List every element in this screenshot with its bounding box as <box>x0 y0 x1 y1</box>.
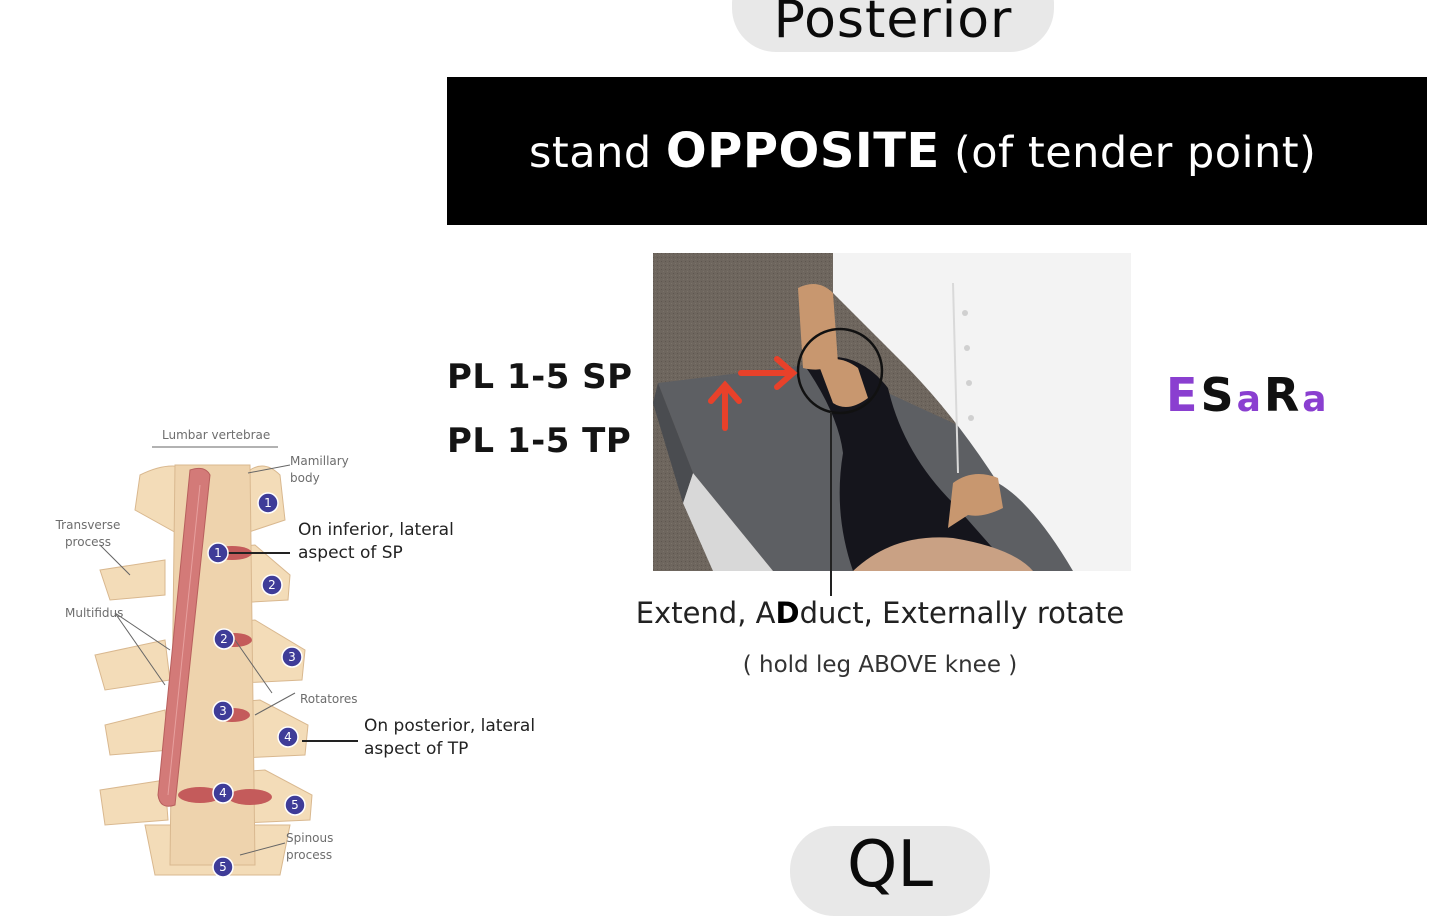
treatment-note: ( hold leg ABOVE knee ) <box>742 652 1018 678</box>
svg-text:4: 4 <box>219 786 227 800</box>
label-spinous-process: Spinous process <box>286 831 334 862</box>
note-sp-line-1: On inferior, lateral <box>298 520 454 540</box>
note-sp-location: On inferior, lateral aspect of SP <box>298 519 454 565</box>
vertebrae-illustration: 1 1 2 2 3 3 4 4 5 5 <box>94 446 358 878</box>
svg-text:2: 2 <box>268 578 276 592</box>
label-pl-sp: PL 1-5 SP <box>447 357 633 397</box>
note-tp-line-2: aspect of TP <box>364 739 469 759</box>
svg-text:2: 2 <box>220 632 228 646</box>
note-tp-location: On posterior, lateral aspect of TP <box>364 715 535 761</box>
mnemonic-letter: a <box>1302 379 1330 420</box>
section-pill-ql: QL <box>790 826 990 916</box>
banner-text: stand OPPOSITE (of tender point) <box>529 123 1316 179</box>
svg-text:4: 4 <box>284 730 292 744</box>
label-mamillary-body: Mamillary body <box>290 454 349 485</box>
photo-illustration <box>653 253 1131 571</box>
callout-line <box>830 412 832 596</box>
label-transverse-process: Transverse process <box>55 518 121 549</box>
motion-bold: D <box>775 596 800 630</box>
anatomy-title: Lumbar vertebrae <box>162 428 271 442</box>
banner-emphasis: OPPOSITE <box>665 123 940 179</box>
mnemonic-letter: S <box>1200 368 1237 422</box>
label-multifidus: Multifidus <box>65 606 124 620</box>
mnemonic-letter: E <box>1166 368 1201 422</box>
mnemonic-esara: ESaRa <box>1166 368 1330 422</box>
section-title-posterior: Posterior <box>773 0 1013 50</box>
svg-text:1: 1 <box>264 496 272 510</box>
svg-text:3: 3 <box>219 704 227 718</box>
label-rotatores: Rotatores <box>300 692 358 706</box>
section-title-ql: QL <box>846 828 934 902</box>
lumbar-anatomy-figure: 1 1 2 2 3 3 4 4 5 5 Lumbar vertebrae Mam… <box>40 425 560 885</box>
banner-suffix: (of tender point) <box>953 128 1317 178</box>
motion-part-2: duct, Externally rotate <box>799 596 1125 630</box>
motion-part-1: Extend, A <box>635 596 776 630</box>
direction-arrows <box>708 356 798 431</box>
technique-photo <box>653 253 1131 571</box>
section-pill-posterior: Posterior <box>732 0 1054 52</box>
note-tp-line-1: On posterior, lateral <box>364 716 536 736</box>
note-sp-line-2: aspect of SP <box>298 543 403 563</box>
svg-text:5: 5 <box>291 798 299 812</box>
label-pl-tp: PL 1-5 TP <box>447 421 632 461</box>
mnemonic-letter: a <box>1236 379 1264 420</box>
banner-prefix: stand <box>529 128 652 178</box>
svg-text:1: 1 <box>214 546 222 560</box>
svg-text:3: 3 <box>288 650 296 664</box>
mnemonic-letter: R <box>1263 368 1303 422</box>
svg-text:5: 5 <box>219 860 227 874</box>
instruction-banner: stand OPPOSITE (of tender point) <box>447 77 1427 225</box>
treatment-motion: Extend, ADduct, Externally rotate <box>600 596 1160 630</box>
